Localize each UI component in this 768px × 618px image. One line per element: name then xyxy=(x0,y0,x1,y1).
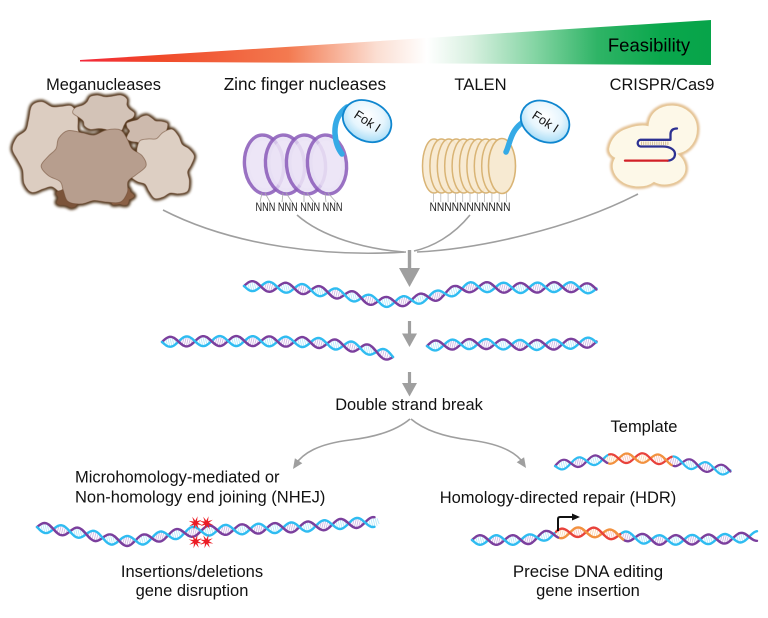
svg-text:NNNNNNNNNNN: NNNNNNNNNNN xyxy=(430,202,511,214)
svg-text:Template: Template xyxy=(611,418,678,436)
svg-text:Meganucleases: Meganucleases xyxy=(46,76,161,94)
svg-text:Precise DNA editing: Precise DNA editing xyxy=(513,562,663,581)
svg-text:Insertions/deletions: Insertions/deletions xyxy=(121,563,263,581)
svg-text:TALEN: TALEN xyxy=(454,75,506,94)
svg-text:Non-homology end joining (NHEJ: Non-homology end joining (NHEJ) xyxy=(75,489,325,507)
svg-text:Feasibility: Feasibility xyxy=(608,35,691,56)
svg-text:gene insertion: gene insertion xyxy=(536,582,640,600)
svg-text:Homology-directed repair (HDR): Homology-directed repair (HDR) xyxy=(440,489,677,507)
svg-text:Double strand break: Double strand break xyxy=(335,396,483,414)
svg-text:CRISPR/Cas9: CRISPR/Cas9 xyxy=(610,76,715,94)
svg-text:gene disruption: gene disruption xyxy=(136,582,249,600)
svg-text:NNN NNN NNN NNN: NNN NNN NNN NNN xyxy=(256,202,343,214)
svg-text:Zinc finger nucleases: Zinc finger nucleases xyxy=(224,74,386,94)
svg-text:Microhomology-mediated or: Microhomology-mediated or xyxy=(75,469,280,487)
